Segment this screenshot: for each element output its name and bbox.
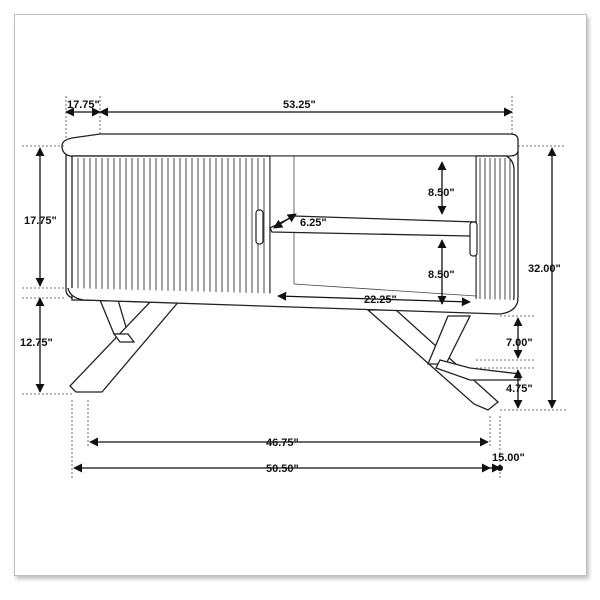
label-leg-outer-span: 50.50" bbox=[266, 463, 299, 475]
label-interior-width: 22.25" bbox=[364, 294, 397, 306]
label-upper-compartment: 8.50" bbox=[428, 187, 455, 199]
right-door-handle bbox=[469, 221, 478, 257]
label-floor-clearance: 4.75" bbox=[506, 383, 533, 395]
right-leg bbox=[366, 309, 521, 411]
label-leg-height: 12.75" bbox=[20, 337, 53, 349]
leg-depth-marker bbox=[497, 465, 503, 471]
left-tambour-door bbox=[71, 155, 271, 301]
cabinet-top bbox=[61, 133, 519, 157]
dimension-arrows bbox=[35, 107, 557, 473]
left-leg bbox=[69, 299, 182, 393]
sideboard-illustration bbox=[61, 133, 521, 411]
label-shelf-depth: 6.25" bbox=[300, 217, 327, 229]
label-leg-inner-span: 46.75" bbox=[266, 437, 299, 449]
left-door-slats bbox=[77, 158, 265, 298]
left-door-handle bbox=[255, 209, 264, 245]
label-lower-compartment: 8.50" bbox=[428, 269, 455, 281]
label-leg-depth: 15.00" bbox=[492, 452, 525, 464]
label-top-depth: 17.75" bbox=[67, 99, 100, 111]
label-leg-rise: 7.00" bbox=[506, 337, 533, 349]
dimension-labels: 17.75" 53.25" 17.75" 12.75" 8.50" 6.25" … bbox=[20, 99, 561, 475]
label-top-width: 53.25" bbox=[283, 99, 316, 111]
right-door-slats bbox=[479, 158, 511, 304]
label-cabinet-height: 17.75" bbox=[24, 215, 57, 227]
dim-interior-width bbox=[277, 291, 471, 307]
label-total-height: 32.00" bbox=[528, 263, 561, 275]
dim-shelf-depth bbox=[273, 213, 297, 229]
